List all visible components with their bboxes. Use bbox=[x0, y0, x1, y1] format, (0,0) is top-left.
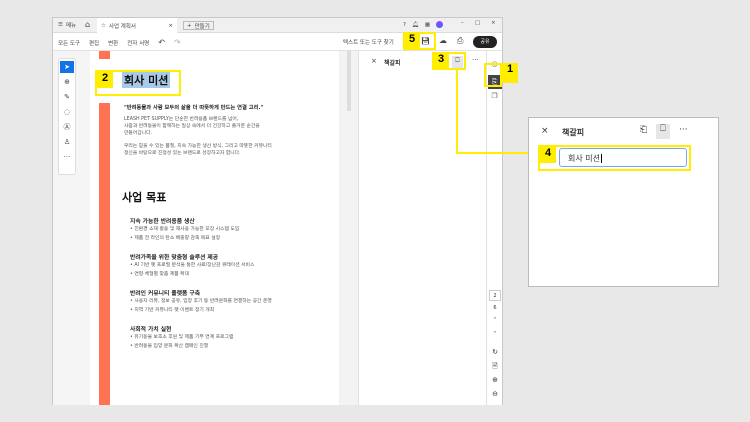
app-window: ☰메뉴 ⌂ ☆사업 계획서 × +만들기 ? 🔔︎ ▦ – □ × 모든 도구 편집 변환… bbox=[52, 17, 503, 405]
inset-title: 책갈피 bbox=[562, 128, 585, 137]
apps-grid-icon[interactable]: ▦ bbox=[424, 21, 431, 28]
zoomed-bookmark-panel: × 책갈피 ⎗ ⎕ ··· bbox=[528, 117, 719, 287]
right-rail: ◎ ⎘ ❐ 2 6 ˄ ˅ ↻ 🗎︎ ⊕ ⊖ bbox=[486, 51, 502, 405]
help-icon[interactable]: ? bbox=[403, 21, 406, 28]
comment-icon[interactable]: ⊕ bbox=[64, 78, 70, 86]
annotation-label-5: 5 bbox=[404, 33, 420, 48]
print-icon[interactable]: ⎙ bbox=[457, 36, 464, 45]
save-icon[interactable]: 💾︎ bbox=[421, 37, 430, 45]
paragraph-line: 우리는 믿을 수 있는 품질, 지속 가능한 생산 방식, 그리고 따뜻한 커뮤… bbox=[124, 144, 272, 149]
mission-quote: "반려동물과 사람 모두의 삶을 더 따뜻하게 만드는 연결 고리." bbox=[124, 105, 264, 111]
goal-item: • 유기동물 보호소 후원 및 제품 기부 연계 프로그램 bbox=[130, 335, 234, 340]
connector-line bbox=[456, 152, 538, 154]
prev-page-icon[interactable]: ˄ bbox=[493, 317, 497, 324]
new-tab-button[interactable]: +만들기 bbox=[183, 21, 214, 30]
menu-edit[interactable]: 편집 bbox=[89, 40, 100, 47]
menu-button[interactable]: ☰메뉴 bbox=[58, 21, 76, 29]
bookmarks-panel: × 책갈피 ⎕ ··· bbox=[358, 51, 486, 405]
title-bar: ☰메뉴 ⌂ ☆사업 계획서 × +만들기 ? 🔔︎ ▦ – □ × bbox=[53, 18, 502, 33]
search-tools[interactable]: 텍스트 또는 도구 찾기 bbox=[343, 40, 394, 46]
undo-icon[interactable]: ↶ bbox=[158, 38, 165, 47]
close-panel-icon[interactable]: × bbox=[371, 57, 377, 65]
annotation-box-2 bbox=[95, 70, 181, 96]
goals-list: 지속 가능한 반려용품 생산 • 친환경 소재 활용 및 재사용 가능한 포장 … bbox=[130, 216, 335, 351]
goal-item: • 친환경 소재 활용 및 재사용 가능한 포장 시스템 도입 bbox=[130, 227, 240, 232]
menu-e-sign[interactable]: 전자 서명 bbox=[127, 40, 150, 47]
mission-heading[interactable]: 회사 미션 bbox=[122, 72, 171, 88]
quick-tools: ➤ ⊕ ✎ ◌ Ⓐ ♙ ··· bbox=[58, 58, 76, 175]
more-options-icon[interactable]: ··· bbox=[679, 125, 688, 135]
bookmark-name-value: 회사 미션 bbox=[568, 154, 600, 163]
page-display-icon[interactable]: 🗎︎ bbox=[492, 362, 498, 370]
close-window-icon[interactable]: × bbox=[490, 20, 496, 26]
tab-title: 사업 계획서 bbox=[108, 23, 136, 30]
maximize-icon[interactable]: □ bbox=[474, 20, 480, 26]
zoom-out-icon[interactable]: ⊖ bbox=[492, 390, 498, 398]
annotation-box-1 bbox=[484, 63, 502, 87]
bookmark-add-icon[interactable]: ⎕ bbox=[452, 56, 463, 68]
new-tab-label: 만들기 bbox=[194, 23, 210, 30]
toolbar: 모든 도구 편집 변환 전자 서명 ↶ ↷ 텍스트 또는 도구 찾기 💾︎ ☁ … bbox=[53, 33, 502, 51]
annotation-label-3: 3 bbox=[433, 53, 449, 69]
more-tools-icon[interactable]: ··· bbox=[63, 153, 71, 161]
zoom-in-icon[interactable]: ⊕ bbox=[492, 376, 498, 384]
minimize-icon[interactable]: – bbox=[461, 20, 464, 26]
home-icon[interactable]: ⌂ bbox=[85, 20, 91, 29]
more-options-icon[interactable]: ··· bbox=[472, 56, 479, 64]
goal-title: 반려가족을 위한 맞춤형 솔루션 제공 bbox=[130, 255, 219, 261]
goal-title: 지속 가능한 반려용품 생산 bbox=[130, 219, 195, 225]
bookmark-add-icon[interactable]: ⎕ bbox=[656, 124, 670, 139]
paragraph-line: 만들어갑니다. bbox=[124, 131, 153, 136]
paragraph-line: 정신을 바탕으로 진정성 있는 브랜드로 성장하고자 합니다. bbox=[124, 151, 241, 156]
goal-item: • 제품 전 라인의 탄소 배출량 감축 목표 설정 bbox=[130, 236, 221, 241]
goal-title: 사회적 가치 실현 bbox=[130, 327, 172, 333]
menu-convert[interactable]: 변환 bbox=[108, 40, 119, 47]
pages-rail-icon[interactable]: ❐ bbox=[491, 92, 498, 100]
goal-item: • 반려동물 입양 문화 확산 캠페인 진행 bbox=[130, 344, 209, 349]
profile-icon[interactable] bbox=[436, 21, 444, 28]
annotation-box-4 bbox=[538, 145, 691, 171]
annotation-label-1: 1 bbox=[502, 63, 518, 83]
page-scroll-area bbox=[339, 51, 358, 405]
total-pages: 6 bbox=[493, 305, 497, 311]
upload-cloud-icon[interactable]: ☁ bbox=[439, 36, 447, 45]
goal-item: • 지역 기반 커뮤니티 펫 이벤트 정기 개최 bbox=[130, 308, 215, 313]
goal-item: • 연령·체형별 맞춤 제품 확대 bbox=[130, 272, 190, 277]
paragraph-line: 사람과 반려동물이 함께하는 일상 속에서 더 건강하고 즐거운 순간을 bbox=[124, 124, 260, 129]
accent-bar bbox=[99, 103, 110, 405]
hamburger-icon: ☰ bbox=[58, 22, 63, 28]
menu-label: 메뉴 bbox=[65, 23, 77, 29]
accent-bar bbox=[99, 51, 110, 59]
goals-heading: 사업 목표 bbox=[122, 191, 167, 204]
share-button[interactable]: 공유 bbox=[473, 36, 497, 48]
panel-title: 책갈피 bbox=[384, 60, 401, 67]
close-tab-icon[interactable]: × bbox=[168, 22, 173, 29]
annotation-label-4: 4 bbox=[540, 147, 556, 163]
stamp-icon[interactable]: ♙ bbox=[63, 138, 71, 146]
notification-icon[interactable]: 🔔︎ bbox=[411, 21, 419, 28]
close-panel-icon[interactable]: × bbox=[541, 126, 549, 136]
star-icon: ☆ bbox=[101, 22, 106, 29]
draw-shape-icon[interactable]: ◌ bbox=[63, 108, 71, 116]
goal-title: 반려인 커뮤니티 플랫폼 구축 bbox=[130, 291, 201, 297]
redo-icon[interactable]: ↷ bbox=[173, 38, 181, 47]
paragraph-line: LEASH PET SUPPLY는 단순한 반려용품 브랜드를 넘어, bbox=[124, 117, 239, 122]
document-page: 회사 미션 "반려동물과 사람 모두의 삶을 더 따뜻하게 만드는 연결 고리.… bbox=[90, 51, 339, 405]
vertical-scrollbar[interactable] bbox=[347, 51, 351, 111]
bookmark-tagged-icon[interactable]: ⎗ bbox=[640, 125, 648, 135]
goal-item: • AI 기반 펫 프로필 분석을 통한 사료/장난감 큐레이션 서비스 bbox=[130, 263, 255, 268]
menu-all-tools[interactable]: 모든 도구 bbox=[58, 40, 80, 47]
select-cursor-icon[interactable]: ➤ bbox=[60, 61, 74, 73]
rotate-icon[interactable]: ↻ bbox=[492, 348, 498, 356]
goal-item: • 사용자 리뷰, 정보 공유, 입양 후기 등 반려문화를 연결하는 공간 운… bbox=[130, 299, 272, 304]
current-page-field[interactable]: 2 bbox=[489, 290, 501, 301]
tab-document[interactable]: ☆사업 계획서 × bbox=[97, 18, 177, 33]
left-tool-area: ➤ ⊕ ✎ ◌ Ⓐ ♙ ··· bbox=[53, 51, 90, 405]
annotation-label-2: 2 bbox=[97, 72, 113, 88]
bookmark-name-input[interactable]: 회사 미션 bbox=[559, 148, 687, 167]
text-box-icon[interactable]: Ⓐ bbox=[63, 123, 71, 131]
connector-line bbox=[456, 70, 458, 154]
next-page-icon[interactable]: ˅ bbox=[493, 331, 497, 338]
pen-icon[interactable]: ✎ bbox=[64, 93, 70, 101]
